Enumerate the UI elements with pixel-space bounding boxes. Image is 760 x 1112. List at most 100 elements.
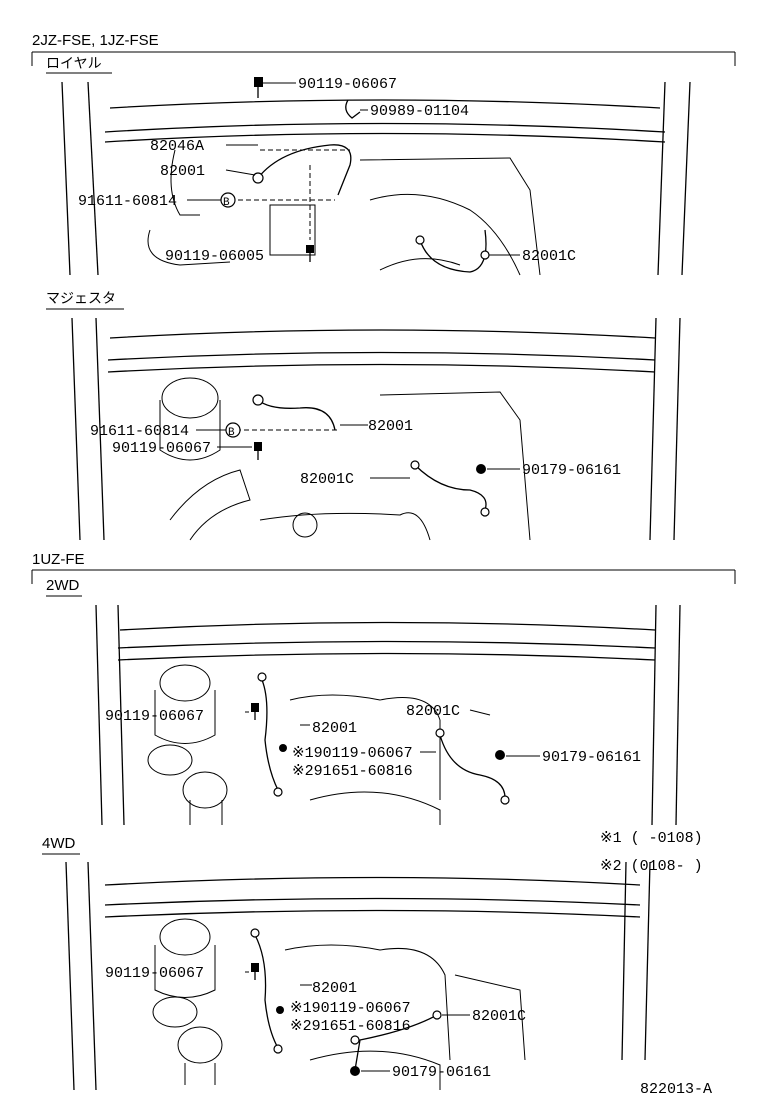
wire-82001c: [354, 1014, 438, 1071]
engine-group-2-header: 1UZ-FE: [32, 551, 85, 568]
label-clip: 91611-60814: [78, 193, 177, 210]
b-mark-text: B: [223, 197, 230, 209]
hose-large: [169, 469, 251, 541]
reservoir-body: [154, 945, 216, 998]
engine-lower: [309, 791, 441, 825]
engine-group-1-header: 2JZ-FSE, 1JZ-FSE: [32, 32, 159, 49]
tank-legs: [184, 1063, 216, 1085]
label-ground-wire: 82001C: [300, 471, 354, 488]
cowl-top: [109, 99, 661, 109]
connector-82046a: [252, 172, 264, 184]
leader-line: [469, 709, 491, 716]
fender-left-inner: [87, 861, 97, 1091]
cowl-panel-2: [117, 652, 656, 661]
fender-left: [95, 604, 103, 826]
fender-left-inner: [117, 604, 125, 826]
section-2wd-drawing: 90119-06067 82001C 82001 ※190119-06067 ※…: [95, 604, 681, 826]
section-majesta-drawing: B 91611-60814 90119-06067 82001 82001C 9…: [71, 317, 681, 541]
terminal: [350, 1035, 360, 1045]
washer-tank-2: [182, 771, 228, 809]
fender-right: [675, 604, 681, 826]
label-ground-wire: 82001C: [472, 1008, 526, 1025]
cowl-panel-2: [107, 363, 656, 373]
terminal: [432, 1010, 442, 1020]
section-majesta-title: マジェスタ: [46, 291, 116, 307]
fender-left-inner: [95, 317, 105, 541]
terminal: [480, 507, 490, 517]
cowl-panel: [107, 351, 656, 361]
label-bolt-bottom: 90179-06161: [392, 1064, 491, 1081]
reservoir-cap: [159, 918, 211, 956]
clamp-icon: [345, 99, 361, 119]
wire-82001: [257, 144, 352, 196]
fender-right-inner: [651, 604, 657, 826]
fender-right-inner: [657, 81, 666, 276]
intake-outline: [284, 944, 451, 1061]
terminal: [273, 787, 283, 797]
terminal: [273, 1044, 283, 1054]
cowl-top: [104, 876, 641, 886]
terminal: [257, 672, 267, 682]
engine-cap: [292, 512, 318, 538]
fender-right: [644, 861, 651, 1061]
label-bolt-left: 90119-06067: [105, 708, 204, 725]
label-connector: 82046A: [150, 138, 204, 155]
wire-82001c: [414, 464, 487, 511]
engine-right: [454, 974, 526, 1061]
b-mark-text: B: [228, 427, 235, 439]
wire-82001c: [439, 734, 506, 799]
label-clip: 91611-60814: [90, 423, 189, 440]
terminal: [410, 460, 420, 470]
terminal: [435, 728, 445, 738]
cowl-panel-2: [104, 132, 666, 143]
washer-tank: [147, 744, 193, 776]
tank-legs: [189, 800, 223, 825]
terminal: [250, 928, 260, 938]
label-bolt-right: 90179-06161: [522, 462, 621, 479]
label-ground-wire: 82001C: [522, 248, 576, 265]
engine-lower: [259, 512, 431, 541]
label-note1-part: ※190119-06067: [292, 745, 413, 762]
engine-lower: [309, 1050, 441, 1090]
engine-detail: [379, 258, 461, 271]
terminal: [500, 795, 510, 805]
bolt-icon: [350, 1066, 360, 1076]
bolt-icon: [495, 750, 505, 760]
section-4wd-title: 4WD: [42, 835, 76, 852]
label-note1-part: ※190119-06067: [290, 1000, 411, 1017]
wire-82001: [261, 679, 279, 791]
label-bolt-left: 90119-06067: [105, 965, 204, 982]
bracket-block: [269, 204, 316, 256]
bolt-icon: [254, 77, 263, 87]
label-note2-part: ※291651-60816: [292, 763, 413, 780]
washer-tank-2: [177, 1026, 223, 1064]
bolt-icon: [306, 245, 314, 253]
section-2wd-title: 2WD: [46, 577, 80, 594]
fender-left-inner: [87, 81, 99, 276]
intake-outline: [379, 391, 531, 541]
label-wire: 82001: [312, 980, 357, 997]
intake-outline: [289, 694, 441, 800]
cowl-top: [109, 329, 656, 339]
terminal: [480, 250, 490, 260]
terminal: [415, 235, 425, 245]
label-bolt-bottom: 90119-06005: [165, 248, 264, 265]
hose-left: [147, 229, 231, 266]
label-bolt: 90119-06067: [112, 440, 211, 457]
fender-left: [65, 861, 75, 1091]
terminal: [252, 394, 264, 406]
wire-82001: [257, 399, 336, 431]
fender-right-inner: [621, 861, 627, 1061]
cowl-panel: [104, 122, 666, 133]
label-ground-wire: 82001C: [406, 703, 460, 720]
bolt-icon: [276, 1006, 284, 1014]
cowl-panel-2: [104, 909, 641, 918]
label-clamp: 90989-01104: [370, 103, 469, 120]
bolt-icon: [251, 703, 259, 712]
reservoir-cap: [161, 377, 219, 419]
label-note2-part: ※291651-60816: [290, 1018, 411, 1035]
bolt-icon: [251, 963, 259, 972]
reservoir: [170, 149, 200, 216]
figure-id: 822013-A: [640, 1081, 712, 1098]
